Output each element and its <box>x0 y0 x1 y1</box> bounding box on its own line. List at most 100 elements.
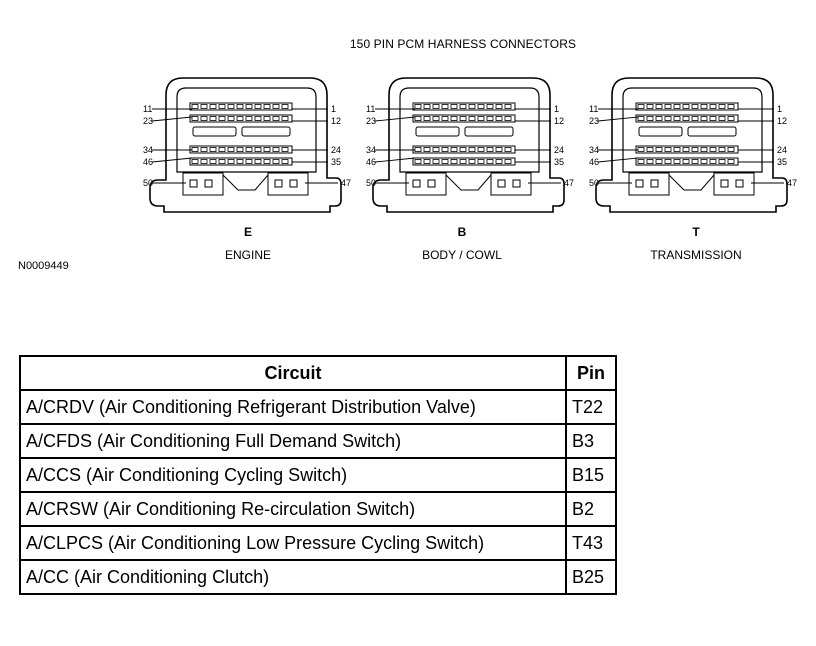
pin-socket <box>218 159 226 164</box>
pin-socket <box>209 147 217 152</box>
pin-socket <box>459 104 467 109</box>
pin-socket <box>263 104 271 109</box>
pin-socket <box>664 159 672 164</box>
connector-shell <box>595 77 788 213</box>
pin-socket <box>209 104 217 109</box>
pin-number-label: 35 <box>554 157 564 167</box>
pin-socket <box>727 104 735 109</box>
pin-socket <box>281 147 289 152</box>
pin-socket <box>263 147 271 152</box>
pin-socket <box>423 159 431 164</box>
pin-socket <box>272 104 280 109</box>
latch-box <box>490 172 532 196</box>
pin-socket <box>263 159 271 164</box>
pin-socket <box>486 104 494 109</box>
pin-socket <box>691 147 699 152</box>
pin-socket <box>504 104 512 109</box>
pin-number-label: 12 <box>331 116 341 126</box>
pin-socket <box>468 159 476 164</box>
circuit-pin-table: Circuit Pin A/CRDV (Air Conditioning Ref… <box>19 355 617 595</box>
connector-b-name: BODY / COWL <box>422 248 502 262</box>
pin-socket <box>414 104 422 109</box>
pin-socket <box>504 116 512 121</box>
pin-socket <box>236 147 244 152</box>
pin-row <box>635 157 739 166</box>
pin-socket <box>281 116 289 121</box>
pin-number-label: 23 <box>143 116 153 126</box>
pin-socket <box>245 159 253 164</box>
pin-socket <box>209 159 217 164</box>
latch-pin <box>427 179 436 188</box>
pin-socket <box>218 147 226 152</box>
latch-box <box>628 172 670 196</box>
pin-socket <box>477 159 485 164</box>
pin-socket <box>441 159 449 164</box>
pin-socket <box>414 147 422 152</box>
pin-row <box>635 114 739 123</box>
pin-socket <box>673 159 681 164</box>
pin-socket <box>664 116 672 121</box>
pin-socket <box>691 159 699 164</box>
leader-line <box>374 116 416 122</box>
pin-socket <box>718 159 726 164</box>
pin-socket <box>200 147 208 152</box>
pin-row <box>412 114 516 123</box>
pin-socket <box>682 116 690 121</box>
pin-socket <box>486 147 494 152</box>
pin-socket <box>218 116 226 121</box>
pin-socket <box>709 116 717 121</box>
latch-pin <box>512 179 521 188</box>
pin-socket <box>477 116 485 121</box>
pin-number-label: 50 <box>143 178 153 188</box>
latch-pin <box>289 179 298 188</box>
pin-socket <box>459 159 467 164</box>
pin-cell: T43 <box>565 525 617 561</box>
pin-socket <box>495 147 503 152</box>
pin-number-label: 46 <box>366 157 376 167</box>
pin-socket <box>664 147 672 152</box>
pin-socket <box>637 147 645 152</box>
pin-socket <box>245 147 253 152</box>
pin-socket <box>504 147 512 152</box>
pin-number-label: 34 <box>589 145 599 155</box>
pin-number-label: 35 <box>777 157 787 167</box>
pin-socket <box>673 147 681 152</box>
connector-slot <box>638 126 683 137</box>
pin-socket <box>468 104 476 109</box>
latch-box <box>182 172 224 196</box>
pin-socket <box>646 147 654 152</box>
latch-pin <box>412 179 421 188</box>
pin-socket <box>236 159 244 164</box>
pin-socket <box>200 116 208 121</box>
pin-socket <box>709 159 717 164</box>
pin-socket <box>432 159 440 164</box>
connector-slot <box>687 126 737 137</box>
connector-slot <box>241 126 291 137</box>
pin-socket <box>245 116 253 121</box>
pin-socket <box>495 104 503 109</box>
pin-number-label: 11 <box>366 104 375 114</box>
table-row: A/CRDV (Air Conditioning Refrigerant Dis… <box>19 389 617 425</box>
leader-line <box>151 157 193 163</box>
latch-pin <box>635 179 644 188</box>
pin-socket <box>236 116 244 121</box>
connector-rim <box>622 87 763 173</box>
pin-row <box>635 102 739 111</box>
column-header-circuit: Circuit <box>19 355 567 391</box>
pin-row <box>412 145 516 154</box>
pin-socket <box>450 159 458 164</box>
pin-cell: B3 <box>565 423 617 459</box>
pin-socket <box>495 159 503 164</box>
pin-socket <box>441 116 449 121</box>
pin-number-label: 46 <box>143 157 153 167</box>
pin-number-label: 24 <box>554 145 564 155</box>
leader-line <box>151 116 193 122</box>
pin-socket <box>495 116 503 121</box>
pin-socket <box>272 147 280 152</box>
pin-socket <box>450 116 458 121</box>
latch-box <box>713 172 755 196</box>
pin-number-label: 1 <box>331 104 336 114</box>
pin-number-label: 11 <box>143 104 152 114</box>
pin-socket <box>263 116 271 121</box>
pin-socket <box>432 147 440 152</box>
